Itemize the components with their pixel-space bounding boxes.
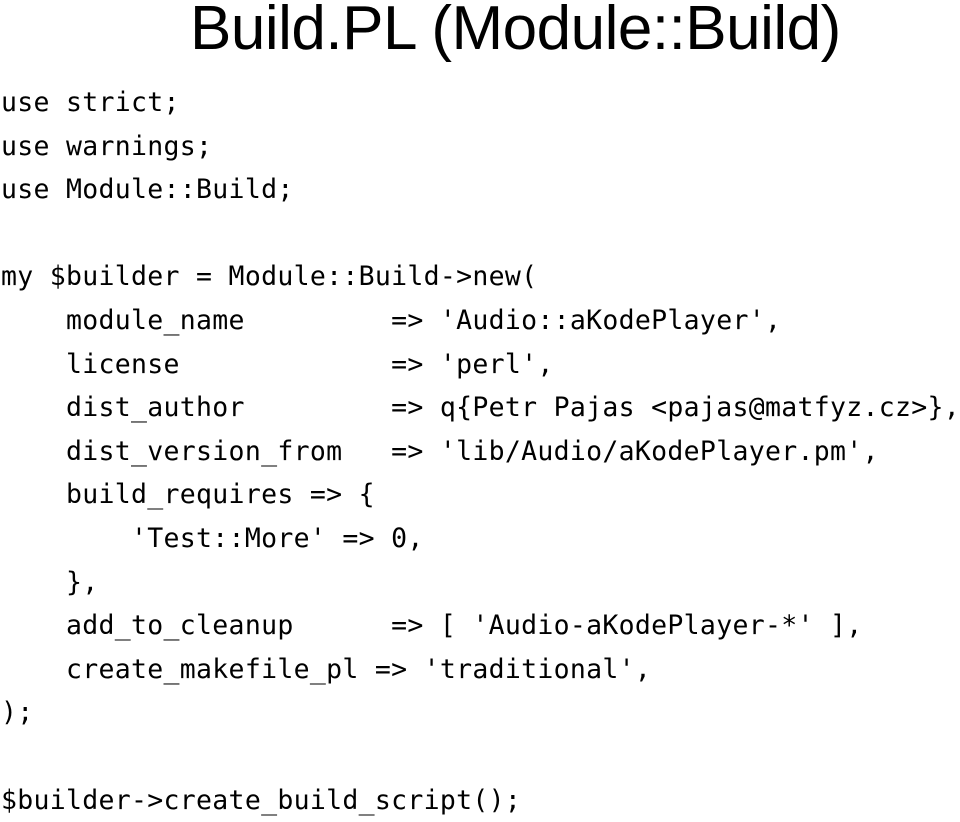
code-line: module_name => 'Audio::aKodePlayer', xyxy=(1,299,960,343)
code-line: use warnings; xyxy=(1,125,960,169)
code-line: use Module::Build; xyxy=(1,168,960,212)
code-line: dist_author => q{Petr Pajas <pajas@matfy… xyxy=(1,386,960,430)
code-line: dist_version_from => 'lib/Audio/aKodePla… xyxy=(1,430,960,474)
code-line: license => 'perl', xyxy=(1,343,960,387)
slide-title: Build.PL (Module::Build) xyxy=(190,0,841,64)
code-block: use strict; use warnings; use Module::Bu… xyxy=(1,81,960,822)
code-line: ); xyxy=(1,691,960,735)
code-line: 'Test::More' => 0, xyxy=(1,517,960,561)
code-line: $builder->create_build_script(); xyxy=(1,779,960,822)
code-line: use strict; xyxy=(1,81,960,125)
code-line: }, xyxy=(1,561,960,605)
code-line xyxy=(1,212,960,256)
code-line: build_requires => { xyxy=(1,473,960,517)
code-line xyxy=(1,735,960,779)
code-line: add_to_cleanup => [ 'Audio-aKodePlayer-*… xyxy=(1,604,960,648)
code-line: my $builder = Module::Build->new( xyxy=(1,255,960,299)
code-line: create_makefile_pl => 'traditional', xyxy=(1,648,960,692)
